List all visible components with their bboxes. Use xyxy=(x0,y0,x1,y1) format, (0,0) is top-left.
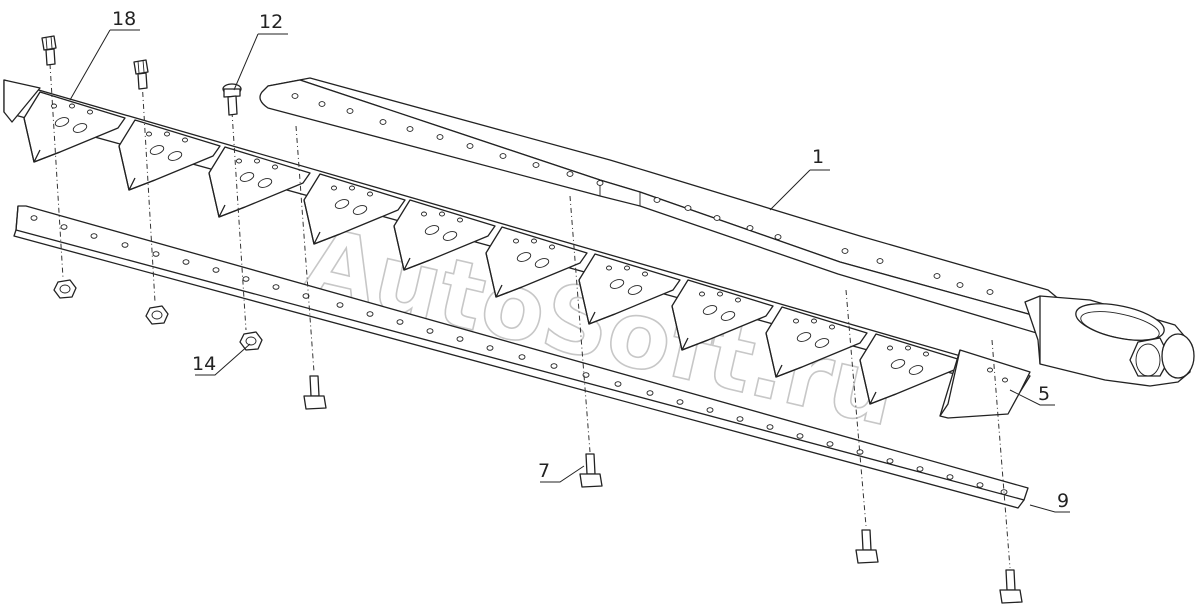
top-bolts xyxy=(41,35,242,116)
part-9-strip xyxy=(13,205,1029,509)
part-5-end-section xyxy=(939,349,1031,419)
leader-12 xyxy=(233,33,288,91)
knife-sections xyxy=(23,91,962,405)
callout-9: 9 xyxy=(1057,490,1069,512)
bottom-bolts xyxy=(303,375,1023,604)
callout-7: 7 xyxy=(538,460,550,482)
nut-c xyxy=(239,331,263,351)
leader-14 xyxy=(195,343,251,376)
knife-section-row xyxy=(3,79,1031,419)
leader-5 xyxy=(1009,389,1055,406)
leader-7 xyxy=(540,465,585,483)
bolt-18b xyxy=(133,59,149,90)
callout-12: 12 xyxy=(259,11,283,33)
callout-18: 18 xyxy=(112,8,136,30)
leader-1 xyxy=(769,169,830,211)
callout-14: 14 xyxy=(192,353,216,375)
strip-holes xyxy=(30,215,1008,495)
nuts xyxy=(53,279,263,351)
bolt-18 xyxy=(41,35,57,66)
bolt-bottom-4 xyxy=(999,569,1023,604)
nut-a xyxy=(53,279,77,299)
bar-holes xyxy=(291,93,994,295)
bar-yoke xyxy=(1024,295,1195,387)
bolt-bottom-1 xyxy=(303,375,327,410)
bolt-bottom-3 xyxy=(855,529,879,564)
callout-1: 1 xyxy=(812,146,824,168)
leader-9 xyxy=(1029,504,1070,513)
nut-b xyxy=(145,305,169,325)
leader-18 xyxy=(69,29,140,101)
part-1-bar xyxy=(259,77,1195,387)
bolt-12 xyxy=(222,83,242,116)
callouts: 18 12 1 5 14 7 9 xyxy=(69,8,1070,513)
assembly-axes xyxy=(49,63,1011,569)
bolt-bottom-7 xyxy=(579,453,603,488)
callout-5: 5 xyxy=(1038,383,1050,405)
